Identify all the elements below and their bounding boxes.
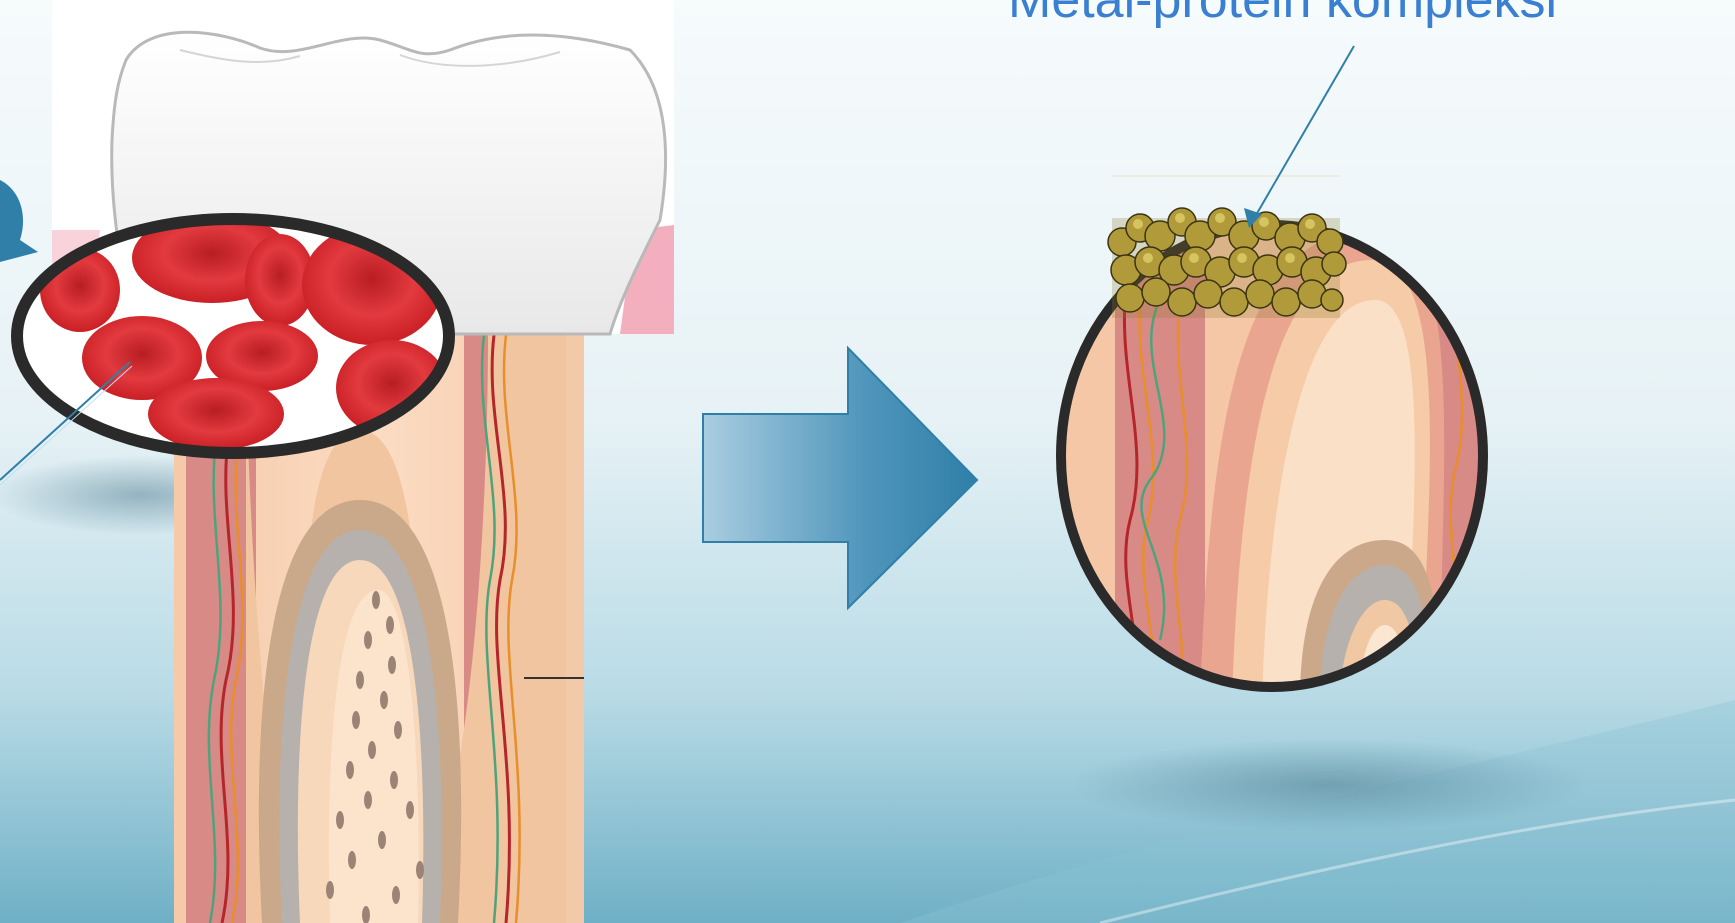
slide-title: Metal-protein kompleksi <box>1008 0 1557 26</box>
blood-cells-lens <box>17 213 449 453</box>
